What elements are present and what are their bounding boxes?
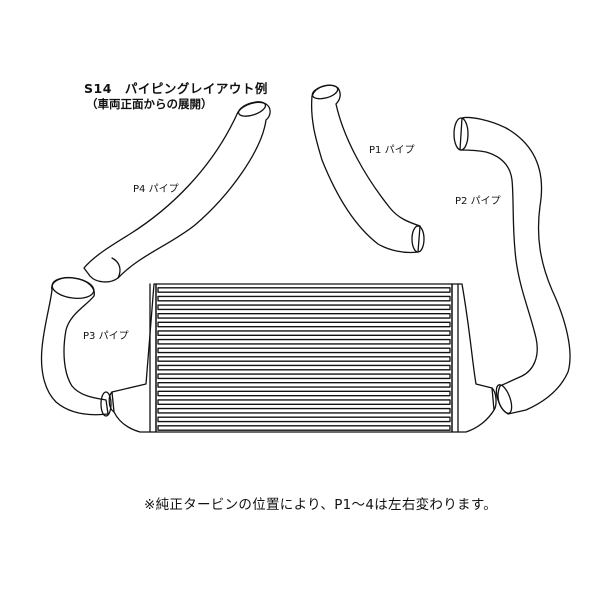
core-fin xyxy=(157,407,451,414)
core-fin xyxy=(157,313,451,319)
p4-pipe xyxy=(83,101,271,283)
p1-label: P1 パイプ xyxy=(369,145,415,156)
core-fin xyxy=(157,330,451,336)
core-fin xyxy=(157,373,451,380)
p1-pipe xyxy=(310,84,425,254)
core-fin xyxy=(157,321,451,328)
core-fin xyxy=(157,399,451,405)
core-fin xyxy=(157,364,451,371)
core-fin xyxy=(157,287,451,293)
core-fins xyxy=(157,287,451,431)
footnote: ※純正タービンの位置により、P1～4は左右変わります。 xyxy=(144,497,498,513)
p2-pipe xyxy=(453,116,571,415)
core-fin xyxy=(157,295,451,302)
p2-label: P2 パイプ xyxy=(455,196,501,207)
page-subtitle: （車両正面からの展開） xyxy=(86,97,213,111)
core-fin xyxy=(157,347,451,354)
p3-label: P3 パイプ xyxy=(83,331,129,342)
page-title: S14 パイピングレイアウト例 xyxy=(84,81,268,96)
core-fin xyxy=(157,425,451,431)
p3-pipe xyxy=(40,276,112,417)
core-fin xyxy=(157,416,451,423)
intercooler xyxy=(108,283,497,433)
p4-label: P4 パイプ xyxy=(133,184,179,195)
core-fin xyxy=(157,304,451,311)
core-fin xyxy=(157,382,451,388)
core-fin xyxy=(157,390,451,397)
core-fin xyxy=(157,356,451,362)
core-fin xyxy=(157,338,451,345)
